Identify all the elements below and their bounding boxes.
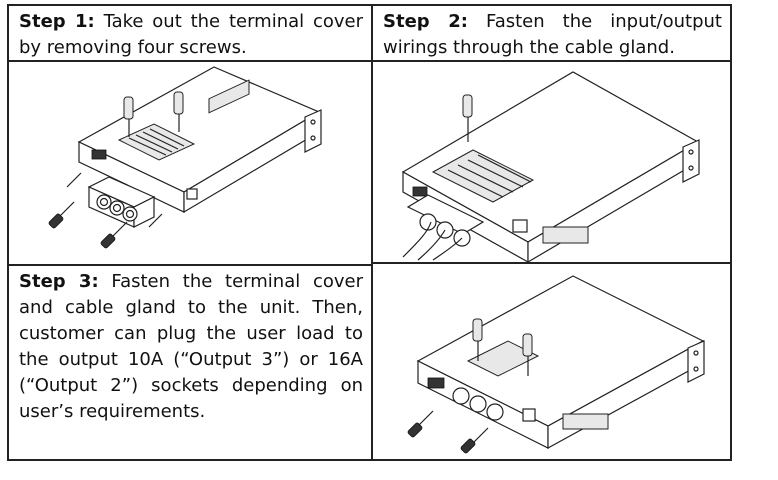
step-3-label: Step 3: bbox=[19, 271, 99, 292]
step-1-text: Take out the terminal cover by removing … bbox=[19, 11, 363, 58]
step-1-label: Step 1: bbox=[19, 11, 95, 32]
step-1-cell: Step 1: Take out the terminal cover by r… bbox=[9, 6, 371, 60]
step-2-text: Fasten the input/output wirings through … bbox=[383, 11, 722, 58]
wiring-through-gland-illustration bbox=[401, 71, 700, 264]
step-2-figure bbox=[373, 62, 730, 458]
row-divider-left-2 bbox=[9, 264, 371, 266]
cover-refit-illustration bbox=[407, 275, 705, 454]
step-2-cell: Step 2: Fasten the input/output wirings … bbox=[373, 6, 730, 60]
terminal-cover-removal-illustration bbox=[48, 66, 322, 249]
row-divider-right-2 bbox=[371, 262, 732, 264]
row-divider-left-1 bbox=[9, 60, 371, 62]
step-3-cell: Step 3: Fasten the terminal cover and ca… bbox=[9, 266, 371, 459]
step-3-text: Fasten the terminal cover and cable glan… bbox=[19, 271, 363, 422]
row-divider-right-1 bbox=[371, 60, 730, 62]
step-1-figure bbox=[9, 62, 371, 264]
column-divider bbox=[371, 6, 373, 459]
step-2-label: Step 2: bbox=[383, 11, 468, 32]
instruction-table: Step 1: Take out the terminal cover by r… bbox=[7, 4, 732, 461]
step-3-figure bbox=[373, 266, 730, 459]
